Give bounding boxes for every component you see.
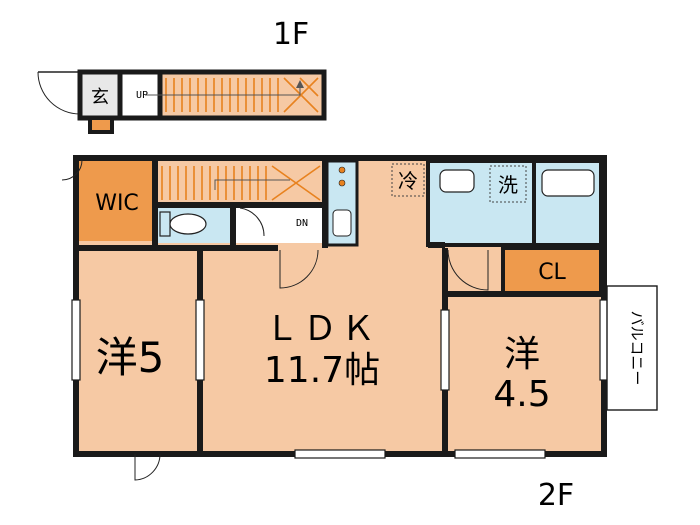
washer-label: 洗 <box>498 173 518 197</box>
toilet-door <box>239 207 265 237</box>
fridge-space <box>391 163 425 197</box>
entrance-door <box>37 71 81 115</box>
east-room-kanji: 洋 <box>504 334 540 375</box>
stair-1f-arrow <box>145 85 301 96</box>
bottom-door <box>134 453 161 481</box>
shoe-step <box>88 116 114 134</box>
door-swings <box>61 159 489 291</box>
floor-label-2f: 2F <box>538 478 574 513</box>
stair-up-label: UP <box>136 90 148 101</box>
stair-2f <box>155 161 325 205</box>
washbasin-icon <box>439 169 475 193</box>
balcony-label: バルコニー <box>628 311 646 386</box>
balcony <box>606 285 658 411</box>
west-room-label: 洋5 <box>96 333 165 382</box>
stove-burner-icon <box>338 166 346 174</box>
stair-1f-arrowhead <box>296 80 304 88</box>
stair-2f-treads <box>161 165 321 201</box>
wic-label: WIC <box>95 191 139 216</box>
ldk-name: ＬＤＫ <box>265 309 379 349</box>
windows <box>71 299 609 459</box>
east-room-size: 4.5 <box>493 374 550 415</box>
stair-2f-arrow <box>214 179 290 190</box>
washer-space <box>489 165 527 203</box>
toilet-icon <box>159 211 207 237</box>
landing-hall <box>233 205 325 243</box>
ldk-size: 11.7帖 <box>264 350 380 391</box>
floor-label-1f: 1F <box>273 17 309 52</box>
closet-label: CL <box>538 260 566 285</box>
fridge-label: 冷 <box>398 169 418 193</box>
second-floor-plan: WIC DN 冷 <box>61 155 658 481</box>
bathtub-icon <box>541 169 595 197</box>
sink-icon <box>332 209 352 237</box>
stair-down-label: DN <box>296 218 308 229</box>
entrance-label: 玄 <box>91 87 109 108</box>
stove-burner-icon <box>338 179 346 187</box>
wic-room <box>79 161 155 241</box>
first-floor-plan: 玄 UP <box>37 69 327 134</box>
